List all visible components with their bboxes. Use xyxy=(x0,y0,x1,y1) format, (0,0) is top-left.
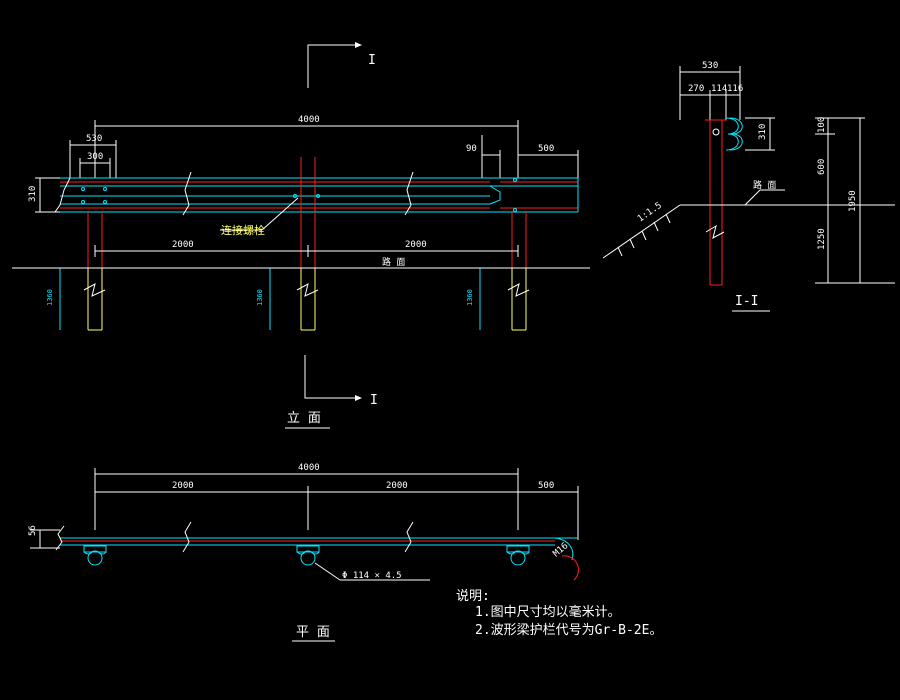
plan-dim-span1: 2000 xyxy=(172,481,194,491)
post-depth-label-2: 1360 xyxy=(256,289,264,306)
dim-310-label: 310 xyxy=(28,186,38,202)
plan-post-1 xyxy=(83,545,107,566)
post-2 xyxy=(296,157,319,331)
bolt-leader: 连接螺栓 xyxy=(220,197,299,237)
plan-dim-4000: 4000 xyxy=(298,463,320,473)
section-dim-270: 270 xyxy=(688,84,704,94)
section-w-beam xyxy=(712,117,743,151)
plan-rail xyxy=(55,521,578,561)
plan-title: 平 面 xyxy=(296,625,330,640)
pipe-leader: Φ 114 × 4.5 xyxy=(314,562,430,581)
section-dim-100: 100 xyxy=(817,117,827,133)
dim-90-500: 90 500 xyxy=(466,135,579,178)
section-dim-530: 530 xyxy=(702,61,718,71)
dim-310-elev: 310 xyxy=(28,177,60,213)
w-beam-rail xyxy=(54,171,579,216)
section-top-dims: 530 270 114 116 xyxy=(679,61,743,120)
section-view: 530 270 114 116 310 xyxy=(602,61,895,312)
dim-90-label: 90 xyxy=(466,144,477,154)
plan-posts xyxy=(83,545,530,566)
section-right-dims: 100 600 1250 1950 xyxy=(815,117,895,284)
section-dim-1950: 1950 xyxy=(848,190,858,212)
road-label-elev: 路 面 xyxy=(382,256,405,268)
section-dim-310: 310 xyxy=(758,124,768,140)
notes-block: 说明: 1.图中尺寸均以毫米计。 2.波形梁护栏代号为Gr-B-2E。 xyxy=(456,589,662,638)
section-mark-top: I xyxy=(307,42,376,88)
plan-top-dims: 4000 2000 2000 500 xyxy=(94,463,579,540)
section-dim-600: 600 xyxy=(817,159,827,175)
section-dim-1250: 1250 xyxy=(817,228,827,250)
road-surface-elev: 路 面 xyxy=(12,256,590,269)
dim-spans-elev: 2000 2000 xyxy=(94,240,519,257)
plan-post-2 xyxy=(296,545,320,566)
dim-530-300: 530 300 xyxy=(69,134,117,178)
section-slope: 1:1.5 xyxy=(636,201,664,225)
section-mark-bottom: I xyxy=(304,355,378,408)
plan-dim-56: 56 xyxy=(28,525,38,536)
section-dim-310-group: 310 xyxy=(745,117,775,151)
notes-heading: 说明: xyxy=(456,589,490,604)
plan-dim-span2: 2000 xyxy=(386,481,408,491)
pipe-label: Φ 114 × 4.5 xyxy=(342,571,402,581)
plan-bolt-callout: M16 xyxy=(552,541,579,581)
dim-span2-label: 2000 xyxy=(405,240,427,250)
post-depth-label-1: 1360 xyxy=(46,289,54,306)
dim-total-elev: 4000 xyxy=(94,115,519,178)
section-ground: 1:1.5 路 面 xyxy=(602,179,895,259)
section-road-label: 路 面 xyxy=(753,179,776,191)
notes-line-2: 2.波形梁护栏代号为Gr-B-2E。 xyxy=(475,623,662,638)
section-dim-116: 116 xyxy=(727,84,743,94)
plan-dim-56-group: 56 xyxy=(28,525,60,549)
posts-elevation xyxy=(83,157,530,331)
section-mark-top-label: I xyxy=(368,53,376,68)
bolt-label: 连接螺栓 xyxy=(221,223,265,237)
section-post xyxy=(705,119,727,286)
dim-4000-label: 4000 xyxy=(298,115,320,125)
elevation-view: I 4000 530 300 310 xyxy=(12,42,590,429)
post-3 xyxy=(507,212,530,331)
dim-500-label: 500 xyxy=(538,144,554,154)
plan-view: 4000 2000 2000 500 56 xyxy=(28,463,579,642)
dim-span1-label: 2000 xyxy=(172,240,194,250)
elevation-title: 立 面 xyxy=(287,411,321,426)
post-depth-markers: 1360 1360 1360 xyxy=(46,268,481,330)
dim-530-label: 530 xyxy=(86,134,102,144)
dim-300-label: 300 xyxy=(87,152,103,162)
notes-line-1: 1.图中尺寸均以毫米计。 xyxy=(475,604,621,620)
plan-dim-500: 500 xyxy=(538,481,554,491)
post-depth-label-3: 1360 xyxy=(466,289,474,306)
post-1 xyxy=(83,212,106,331)
section-dim-114: 114 xyxy=(711,84,727,94)
plan-post-3 xyxy=(506,545,530,566)
section-mark-bottom-label: I xyxy=(370,393,378,408)
section-title: I-I xyxy=(735,294,758,309)
